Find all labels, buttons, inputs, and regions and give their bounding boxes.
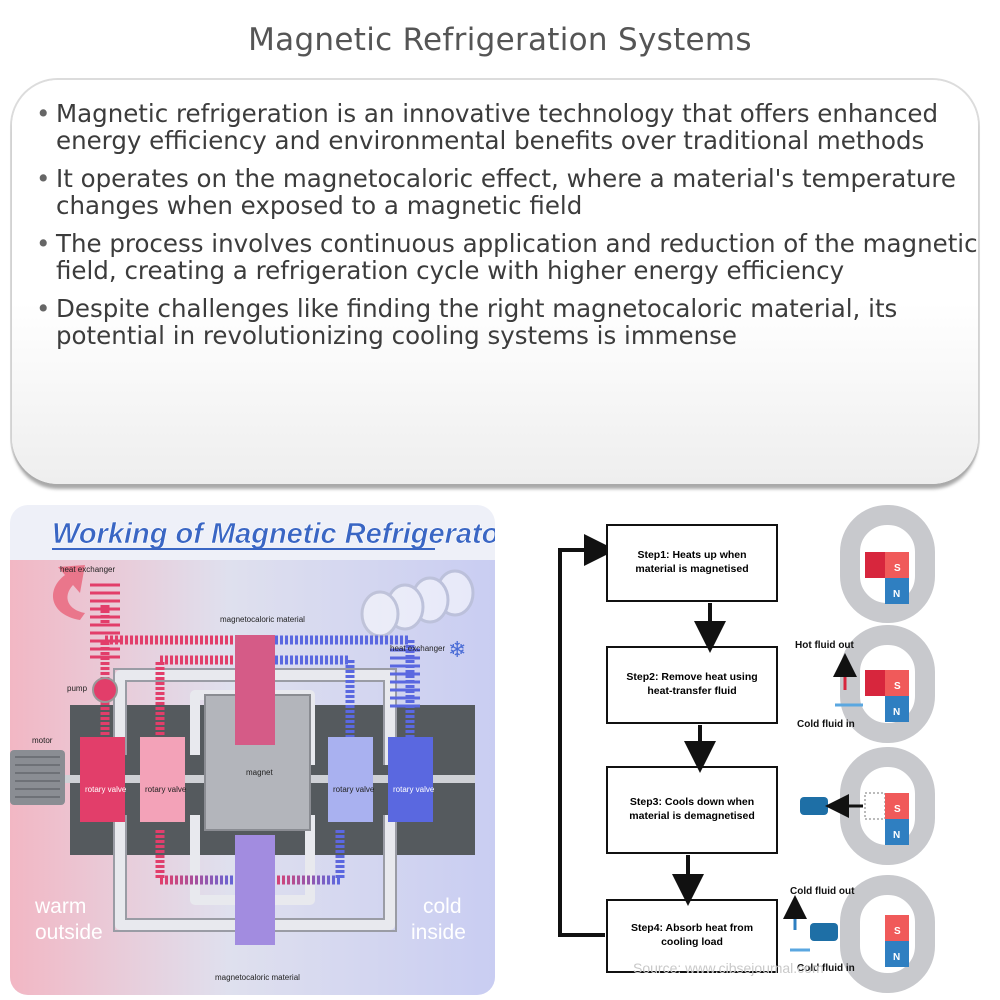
step-1-line-2: material is magnetised <box>635 563 748 575</box>
bullet-list: Magnetic refrigeration is an innovative … <box>36 100 986 360</box>
label-heat-exchanger-left: heat exchanger <box>60 565 115 574</box>
magnet-ring-1: S N <box>840 505 935 623</box>
label-pump: pump <box>67 684 88 693</box>
magnetic-refrigerator-svg: Working of Magnetic Refrigerator <box>10 505 495 995</box>
step-4-line-2: cooling load <box>661 936 723 948</box>
magnetic-refrigerator-diagram: Working of Magnetic Refrigerator <box>10 505 495 995</box>
motor-icon <box>10 750 65 805</box>
feedback-arrow <box>558 534 616 937</box>
pole-n-label: N <box>893 952 900 963</box>
step-3-line-1: Step3: Cools down when <box>630 796 754 808</box>
label-cold-fluid-in-2: Cold fluid in <box>797 963 855 974</box>
label-cold: cold <box>423 895 462 918</box>
snowflake-icon: ❄ <box>448 637 466 662</box>
step-arrows <box>672 603 726 906</box>
step-2-line-2: heat-transfer fluid <box>647 685 736 697</box>
label-mcm-top: magnetocaloric material <box>220 615 305 624</box>
heat-exchanger-right-coil <box>390 648 420 708</box>
label-hot-fluid-out: Hot fluid out <box>795 640 855 651</box>
step-4-line-1: Step4: Absorb heat from <box>631 922 753 934</box>
magnet-ring-2: S N <box>833 625 935 743</box>
label-mcm-bottom: magnetocaloric material <box>215 973 300 982</box>
pole-n-label: N <box>893 830 900 841</box>
step-1-line-1: Step1: Heats up when <box>637 549 746 561</box>
bullet-item: Despite challenges like finding the righ… <box>36 295 986 349</box>
page-title: Magnetic Refrigeration Systems <box>248 22 752 58</box>
motor-fins <box>15 756 60 798</box>
step-box-4: Step4: Absorb heat from cooling load <box>606 899 778 973</box>
label-rotary-valve-2: rotary valve <box>145 785 187 794</box>
step-box-3: Step3: Cools down when material is demag… <box>606 766 778 854</box>
step-box-2: Step2: Remove heat using heat-transfer f… <box>606 646 778 724</box>
rotary-valve-3 <box>328 737 373 822</box>
label-magnet: magnet <box>246 768 273 777</box>
label-cold-fluid-in-1: Cold fluid in <box>797 719 855 730</box>
magnetic-refrigeration-cycle-diagram: Step1: Heats up when material is magneti… <box>545 505 1000 995</box>
source-credit: Source: www.cibsejournal.com <box>633 960 824 976</box>
label-heat-exchanger-right: heat exchanger <box>390 644 445 653</box>
bullet-item: It operates on the magnetocaloric effect… <box>36 165 986 219</box>
magnet-ring-3: S N <box>800 747 935 865</box>
pole-n-label: N <box>893 707 900 718</box>
mcm-top <box>235 635 275 745</box>
heat-exchanger-left-coil <box>90 583 120 659</box>
heat-out-arrow <box>53 565 85 620</box>
mixed-pipe <box>155 830 345 885</box>
label-rotary-valve-3: rotary valve <box>333 785 375 794</box>
pole-n-label: N <box>893 589 900 600</box>
rotary-valve-2 <box>140 737 185 822</box>
rotary-valve-4 <box>388 737 433 822</box>
label-outside: outside <box>35 921 103 944</box>
pole-s-label: S <box>894 804 901 815</box>
pole-s-label: S <box>894 926 901 937</box>
label-inside: inside <box>411 921 466 944</box>
cycle-svg: Step1: Heats up when material is magneti… <box>558 505 935 993</box>
label-motor: motor <box>32 736 53 745</box>
label-warm: warm <box>34 895 86 918</box>
step-3-line-2: material is demagnetised <box>629 810 754 822</box>
step-2-line-1: Step2: Remove heat using <box>626 671 757 683</box>
mcm-bottom <box>235 835 275 945</box>
pump-icon <box>92 677 118 703</box>
label-cold-fluid-out: Cold fluid out <box>790 886 855 897</box>
label-rotary-valve-1: rotary valve <box>85 785 127 794</box>
pole-s-label: S <box>894 681 901 692</box>
rotary-valve-1 <box>80 737 125 822</box>
bullet-item: The process involves continuous applicat… <box>36 230 986 284</box>
step-box-1: Step1: Heats up when material is magneti… <box>606 524 778 602</box>
bullet-item: Magnetic refrigeration is an innovative … <box>36 100 986 154</box>
magnet-ring-4: S N <box>783 875 935 993</box>
diagram-heading: Working of Magnetic Refrigerator <box>52 518 495 550</box>
pole-s-label: S <box>894 563 901 574</box>
label-rotary-valve-4: rotary valve <box>393 785 435 794</box>
